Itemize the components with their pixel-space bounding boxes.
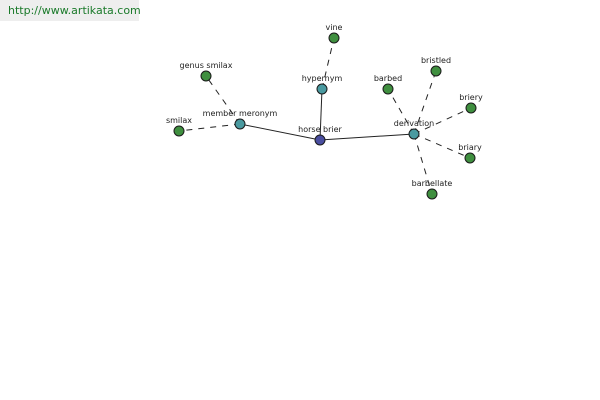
- node-briery[interactable]: briery: [459, 93, 483, 114]
- node-bristled[interactable]: bristled: [421, 56, 451, 77]
- node-circle[interactable]: [408, 128, 420, 140]
- node-circle[interactable]: [234, 118, 246, 130]
- edge-horse-brier-member-meronym: [239, 123, 321, 141]
- edge-derivation-barbed: [387, 88, 415, 135]
- node-circle[interactable]: [328, 32, 340, 44]
- node-circle[interactable]: [382, 83, 394, 95]
- node-horse-brier[interactable]: horse brier: [298, 125, 343, 146]
- node-circle[interactable]: [465, 102, 477, 114]
- node-barbellate[interactable]: barbellate: [412, 179, 453, 200]
- node-hypernym[interactable]: hypernym: [302, 74, 343, 95]
- node-label[interactable]: vine: [326, 23, 343, 32]
- node-label[interactable]: briery: [459, 93, 483, 102]
- node-circle[interactable]: [426, 188, 438, 200]
- node-circle[interactable]: [314, 134, 326, 146]
- edge-horse-brier-derivation: [319, 133, 415, 141]
- edge-hypernym-vine: [321, 37, 335, 90]
- node-circle[interactable]: [464, 152, 476, 164]
- node-label[interactable]: derivation: [394, 119, 434, 128]
- node-barbed[interactable]: barbed: [374, 74, 402, 95]
- node-label[interactable]: smilax: [166, 116, 192, 125]
- node-briary[interactable]: briary: [458, 143, 482, 164]
- node-circle[interactable]: [200, 70, 212, 82]
- node-label[interactable]: barbed: [374, 74, 402, 83]
- node-genus-smilax[interactable]: genus smilax: [180, 61, 233, 82]
- site-watermark[interactable]: http://www.artikata.com: [0, 0, 141, 21]
- node-smilax[interactable]: smilax: [166, 116, 192, 137]
- nodes-layer: horse brier member meronym hypernym derivat…: [166, 23, 483, 200]
- node-derivation[interactable]: derivation: [394, 119, 434, 140]
- node-circle[interactable]: [430, 65, 442, 77]
- edge-derivation-briery: [413, 107, 472, 135]
- node-label[interactable]: member meronym: [203, 109, 278, 118]
- node-label[interactable]: barbellate: [412, 179, 453, 188]
- edge-member-meronym-smilax: [178, 123, 241, 132]
- node-label[interactable]: hypernym: [302, 74, 343, 83]
- node-circle[interactable]: [173, 125, 185, 137]
- node-vine[interactable]: vine: [326, 23, 343, 44]
- node-label[interactable]: briary: [458, 143, 482, 152]
- node-circle[interactable]: [316, 83, 328, 95]
- node-member-meronym[interactable]: member meronym: [203, 109, 278, 130]
- node-label[interactable]: bristled: [421, 56, 451, 65]
- edge-derivation-briary: [413, 133, 471, 159]
- node-label[interactable]: horse brier: [298, 125, 342, 134]
- edge-member-meronym-genus-smilax: [205, 75, 241, 125]
- edges-layer: [178, 37, 472, 195]
- edge-horse-brier-hypernym: [319, 88, 323, 141]
- edge-derivation-barbellate: [413, 133, 433, 195]
- node-label[interactable]: genus smilax: [180, 61, 233, 70]
